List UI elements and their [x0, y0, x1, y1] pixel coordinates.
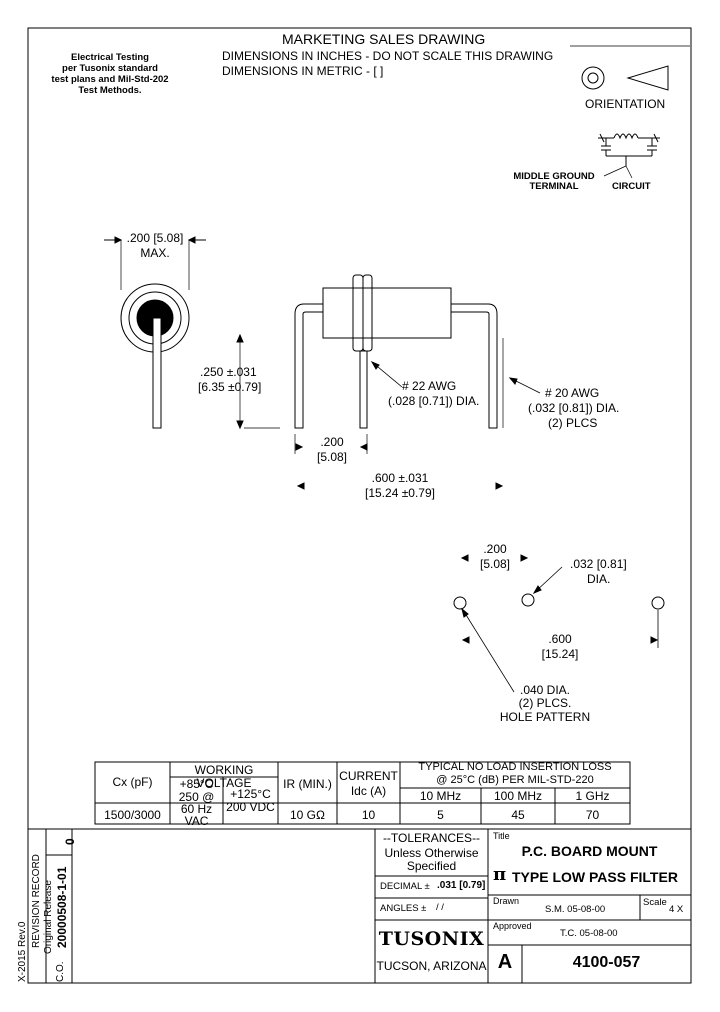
hole-note-1: .040 DIA. — [519, 683, 571, 697]
part-number: 4100-057 — [572, 954, 641, 971]
freq-1ghz: 1 GHz — [575, 789, 610, 803]
wv-85-line-1: +85°C — [179, 777, 214, 791]
hole-note-3: HOLE PATTERN — [499, 710, 591, 724]
revision-record-label: REVISION RECORD — [31, 854, 42, 948]
wv-85-line-4: VAC — [184, 814, 209, 828]
hole-span-1: .600 — [548, 632, 572, 646]
hole-pattern — [453, 554, 665, 693]
title-label: Title — [493, 831, 510, 841]
title-block-lines — [28, 828, 691, 983]
hole-pitch-1: .200 — [483, 542, 507, 556]
testing-note-1: Electrical Testing — [71, 52, 149, 63]
scale-label: Scale — [643, 897, 667, 908]
lead-spacing-1: .200 — [320, 435, 344, 449]
ir-value: 10 GΩ — [290, 808, 325, 822]
orientation-label: ORIENTATION — [585, 97, 666, 111]
awg22-label-2: (.028 [0.71]) DIA. — [388, 394, 480, 408]
drawn-value: S.M. 05-08-00 — [545, 904, 606, 915]
working-voltage-header: WORKING VOLTAGE — [194, 763, 254, 790]
wv-125-line-1: +125°C — [230, 787, 271, 801]
decimal-value: .031 [0.79] — [437, 880, 486, 891]
freq-100mhz: 100 MHz — [493, 789, 543, 803]
drawing-size: A — [497, 951, 513, 973]
cx-header: Cx (pF) — [112, 775, 153, 789]
length-dim-2: [15.24 ±0.79] — [365, 486, 435, 500]
ir-header: IR (MIN.) — [283, 777, 332, 791]
revision-number: 0 — [63, 838, 77, 845]
pi-symbol: π — [493, 864, 507, 885]
tolerances-subtitle-1: Unless Otherwise — [384, 846, 479, 860]
co-label: C.O. — [55, 961, 66, 982]
testing-note-3: test plans and Mil-Std-202 — [51, 74, 169, 85]
side-view — [236, 274, 541, 490]
company-logo: TUSONIX — [378, 928, 485, 950]
awg20-label-1: # 20 AWG — [545, 386, 600, 400]
current-header-1: CURRENT — [339, 769, 398, 783]
awg20-label-2: (.032 [0.81]) DIA. — [528, 401, 620, 415]
loss-value-1ghz: 70 — [585, 808, 600, 822]
hole-span-2: [15.24] — [541, 647, 579, 661]
cx-value: 1500/3000 — [104, 808, 161, 822]
dimensions-metric-note: DIMENSIONS IN METRIC - [ ] — [222, 64, 384, 78]
decimal-label: DECIMAL ± — [380, 881, 430, 892]
height-dim-1: .250 ±.031 — [200, 365, 257, 379]
testing-note-4: Test Methods. — [78, 85, 142, 96]
loss-value-10mhz: 5 — [437, 808, 444, 822]
loss-header-2: @ 25°C (dB) PER MIL-STD-220 — [436, 774, 594, 786]
scale-value: 4 X — [669, 904, 684, 915]
testing-note-2: per Tusonix standard — [62, 63, 158, 74]
approved-value: T.C. 05-08-00 — [560, 928, 618, 939]
orientation-symbol — [570, 45, 690, 91]
awg20-label-3: (2) PLCS — [548, 416, 598, 430]
tolerances-title: --TOLERANCES-- — [382, 831, 481, 845]
part-title-2: TYPE LOW PASS FILTER — [512, 869, 678, 885]
hole-note-2: (2) PLCS. — [518, 696, 572, 710]
wv-85-line-3: 60 Hz — [180, 802, 213, 816]
end-view-diameter: .200 [5.08] — [126, 231, 184, 245]
dimensions-inches-note: DIMENSIONS IN INCHES - DO NOT SCALE THIS… — [222, 49, 554, 63]
angles-label: ANGLES ± — [380, 903, 427, 914]
ground-label-1: MIDDLE GROUND — [513, 171, 595, 182]
awg22-label-1: # 22 AWG — [402, 379, 457, 393]
company-location: TUCSON, ARIZONA — [376, 959, 487, 973]
loss-value-100mhz: 45 — [511, 808, 525, 822]
pad-diameter-2: DIA. — [587, 572, 611, 586]
hole-pitch-2: [5.08] — [479, 557, 511, 571]
angles-value: / / — [436, 902, 444, 913]
drawing-border — [27, 27, 692, 984]
loss-header-1: TYPICAL NO LOAD INSERTION LOSS — [418, 761, 612, 773]
current-value: 10 — [361, 808, 376, 822]
co-number: 20000508-1-01 — [55, 866, 69, 948]
end-view-max: MAX. — [140, 246, 170, 260]
part-title-1: P.C. BOARD MOUNT — [521, 843, 658, 859]
wv-85-line-2: 250 @ — [178, 790, 215, 804]
ground-label-2: TERMINAL — [529, 181, 579, 192]
current-header-2: Idc (A) — [350, 784, 387, 798]
drawn-label: Drawn — [493, 896, 520, 906]
spec-table-lines — [94, 761, 631, 825]
pad-diameter-1: .032 [0.81] — [570, 557, 627, 571]
form-number: X-2015 Rev.0 — [17, 921, 28, 982]
wv-125-line-2: 200 VDC — [226, 800, 275, 814]
length-dim-1: .600 ±.031 — [371, 471, 429, 485]
original-release-label: Original Release — [43, 880, 54, 954]
end-view — [104, 236, 206, 429]
freq-10mhz: 10 MHz — [419, 789, 462, 803]
tolerances-subtitle-2: Specified — [406, 859, 457, 873]
circuit-schematic — [598, 133, 660, 179]
approved-label: Approved — [493, 921, 532, 931]
drawing-title: MARKETING SALES DRAWING — [282, 31, 486, 47]
lead-spacing-2: [5.08] — [316, 450, 348, 464]
height-dim-2: [6.35 ±0.79] — [198, 380, 262, 394]
circuit-label: CIRCUIT — [612, 181, 651, 192]
